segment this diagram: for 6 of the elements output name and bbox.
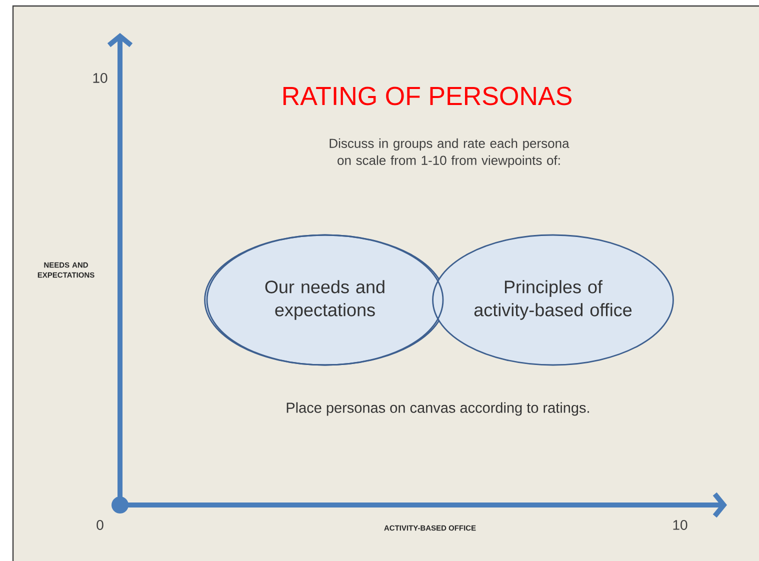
instruction-text: Discuss in groups and rate each persona on scale from 1-10 from viewpoints of: — [330, 138, 570, 168]
tick-label: 10 — [673, 520, 688, 530]
instruction-text: Place personas on canvas according to ratings. — [286, 402, 589, 416]
title: RATING OF PERSONAS — [283, 86, 572, 106]
tick-label: 0 — [96, 520, 104, 530]
tick-label: 10 — [93, 73, 108, 83]
